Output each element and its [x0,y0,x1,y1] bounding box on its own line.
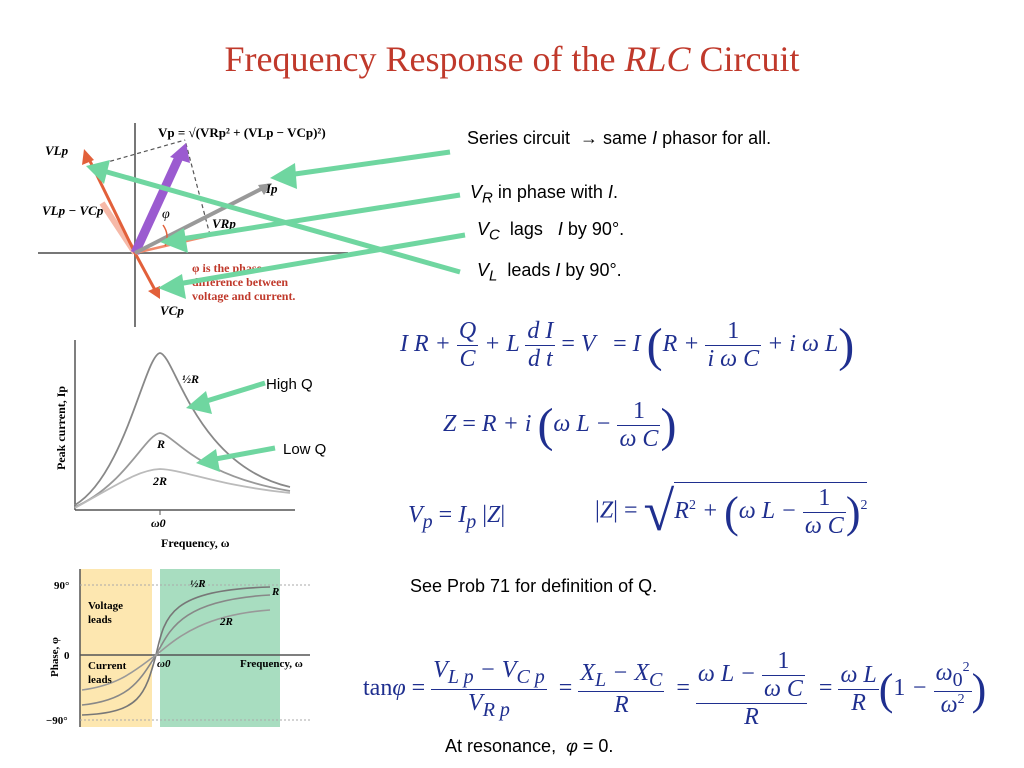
vp-formula: Vp = √(VRp² + (VLp − VCp)²) [158,125,326,140]
phase-label-2r: 2R [219,616,233,628]
tick-neg-90: −90° [46,715,68,727]
resonance-curve-figure: Peak current, Ip ω0 Frequency, ω ½R R 2R [54,340,295,550]
voltage-leads-1: Voltage [88,600,123,612]
low-q-label: Low Q [283,441,327,458]
tick-90: 90° [54,580,69,592]
bullet-vc: VC lags I by 90°. [477,219,625,244]
phi-label: φ [162,207,170,222]
resonance-note: At resonance, φ = 0. [445,736,614,756]
phase-label-half-r: ½R [190,578,206,590]
tick-0: 0 [64,650,70,662]
curve-label-2r: 2R [152,474,167,488]
x-axis-label: Frequency, ω [161,536,230,550]
current-leads-2: leads [88,674,113,686]
phase-label-r: R [271,586,279,598]
phase-x-label: Frequency, ω [240,658,303,670]
ip-label: Ip [265,181,278,196]
bullet-vr: VR in phase with I. [470,182,618,207]
equation-vp: Vp = Ip |Z| [408,502,506,533]
phase-y-label: Phase, φ [49,637,61,677]
vlp-vcp-label: VLp − VCp [42,203,104,218]
vrp-label: VRp [212,216,236,231]
x-tick-label: ω0 [151,516,166,530]
phase-curve-figure: 90° 0 −90° Phase, φ Voltage leads Curren… [46,569,310,727]
current-leads-1: Current [88,660,127,672]
prob-note: See Prob 71 for definition of Q. [410,576,658,596]
voltage-leads-2: leads [88,614,113,626]
bullet-series-circuit: Series circuit → same I phasor for all. [467,128,772,148]
page-title: Frequency Response of the RLC Circuit [224,39,800,79]
phase-note-3: voltage and current. [192,289,295,303]
high-q-label: High Q [266,376,313,393]
vlp-label: VLp [45,143,69,158]
bullet-vl: VL leads I by 90°. [477,260,622,285]
curve-label-half-r: ½R [182,372,199,386]
vcp-label: VCp [160,303,184,318]
curve-label-r: R [156,437,165,451]
phase-tick-x: ω0 [157,658,171,670]
y-axis-label: Peak current, Ip [54,386,68,470]
